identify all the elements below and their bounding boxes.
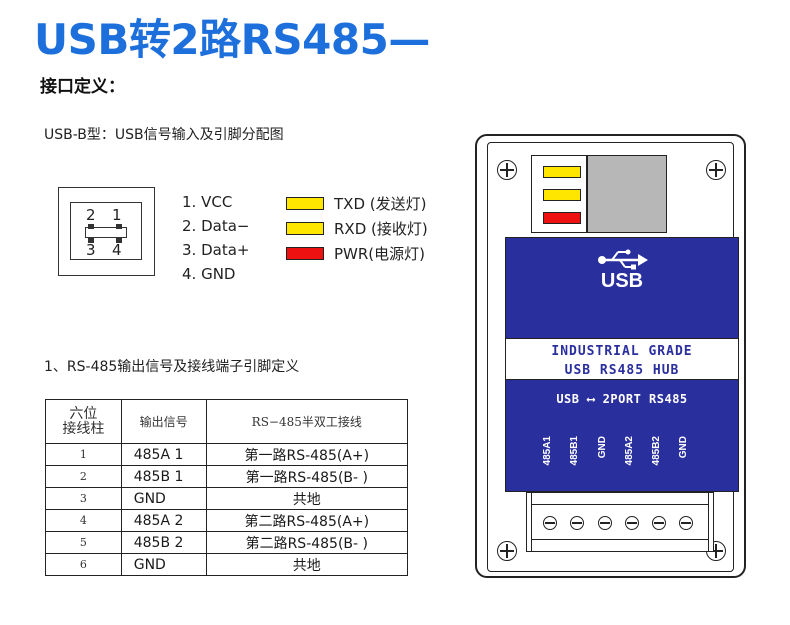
led-legend-label: TXD (发送灯) <box>334 195 427 213</box>
led-swatch-txd <box>286 197 324 210</box>
table-header-terminal: 六位 接线柱 <box>45 399 122 444</box>
usb-description: USB-B型：USB信号输入及引脚分配图 <box>44 127 284 143</box>
table-cell-signal: 485B 1 <box>120 465 207 488</box>
table-header-signal: 输出信号 <box>120 399 207 444</box>
interface-definition-heading: 接口定义： <box>40 77 125 97</box>
table-cell-no: 2 <box>45 465 122 488</box>
table-row: 1 485A 1 第一路RS-485(A+) <box>45 443 409 466</box>
device-terminal-block <box>530 492 710 552</box>
usb-pin-item: 4. GND <box>182 265 236 283</box>
table-cell-no: 5 <box>45 531 122 554</box>
mounting-screw-icon <box>706 160 726 180</box>
device-grade-line-2: USB RS485 HUB <box>564 363 680 378</box>
usb-pin-item: 1. VCC <box>182 193 233 211</box>
table-cell-wiring: 第一路RS-485(B- ) <box>205 465 409 488</box>
table-row: 5 485B 2 第二路RS-485(B- ) <box>45 531 409 554</box>
terminal-label: 485B2 <box>651 436 662 466</box>
terminal-label: 485A1 <box>542 436 553 466</box>
device-led-pwr <box>543 212 581 224</box>
terminal-bracket-left <box>526 492 532 552</box>
rs485-section-title: 1、RS-485输出信号及接线端子引脚定义 <box>44 359 300 375</box>
connector-pin-number: 2 <box>86 206 96 224</box>
device-grade-box: INDUSTRIAL GRADE USB RS485 HUB <box>506 338 738 380</box>
device-frame: USB INDUSTRIAL GRADE USB RS485 HUB USB ⟷… <box>487 142 739 572</box>
terminal-screw-icon <box>625 516 639 530</box>
connector-pin-number: 4 <box>112 241 122 259</box>
terminal-screw-icon <box>543 516 557 530</box>
usb-b-connector-body: 2 1 3 4 <box>70 202 142 260</box>
terminal-block-top <box>531 493 709 505</box>
table-row: 3 GND 共地 <box>45 487 409 510</box>
mounting-screw-icon <box>497 541 517 561</box>
device-led-rxd <box>543 189 581 201</box>
connector-pin-contact <box>88 238 94 243</box>
terminal-bracket-right <box>708 492 714 552</box>
table-row: 4 485A 2 第二路RS-485(A+) <box>45 509 409 532</box>
led-legend-item: RXD (接收灯) <box>286 216 428 241</box>
terminal-screw-icon <box>679 516 693 530</box>
device-led-txd <box>543 166 581 178</box>
usb-symbol-icon <box>598 249 648 270</box>
usb-pin-list: 1. VCC 2. Data− 3. Data+ 4. GND <box>182 190 249 286</box>
led-legend-item: TXD (发送灯) <box>286 191 428 216</box>
device-illustration: USB INDUSTRIAL GRADE USB RS485 HUB USB ⟷… <box>475 134 746 578</box>
device-led-window <box>531 155 587 233</box>
led-swatch-pwr <box>286 247 324 260</box>
device-usb-2port-label: USB ⟷ 2PORT RS485 <box>556 392 688 406</box>
terminal-label: 485B1 <box>569 436 580 466</box>
table-cell-signal: GND <box>120 487 207 510</box>
led-swatch-rxd <box>286 222 324 235</box>
table-header-row: 六位 接线柱 输出信号 RS−485半双工接线 <box>45 399 409 444</box>
mounting-screw-icon <box>497 160 517 180</box>
table-cell-signal: 485A 2 <box>120 509 207 532</box>
terminal-label: GND <box>597 436 608 459</box>
table-cell-wiring: 共地 <box>205 553 409 576</box>
table-cell-no: 1 <box>45 443 122 466</box>
table-row: 6 GND 共地 <box>45 553 409 576</box>
terminal-screw-icon <box>598 516 612 530</box>
usb-b-connector-diagram: 2 1 3 4 <box>58 187 155 276</box>
device-grade-line-1: INDUSTRIAL GRADE <box>551 344 693 359</box>
table-cell-no: 3 <box>45 487 122 510</box>
device-usb-label: USB <box>600 270 644 292</box>
usb-pin-item: 3. Data+ <box>182 241 250 259</box>
connector-pin-number: 1 <box>112 206 122 224</box>
terminal-definition-table: 六位 接线柱 输出信号 RS−485半双工接线 1 485A 1 第一路RS-4… <box>45 399 409 576</box>
terminal-label: 485A2 <box>624 436 635 466</box>
table-cell-no: 6 <box>45 553 122 576</box>
led-legend-label: RXD (接收灯) <box>334 220 428 238</box>
led-legend-label: PWR(电源灯) <box>334 245 426 263</box>
led-legend-item: PWR(电源灯) <box>286 241 428 266</box>
table-cell-signal: GND <box>120 553 207 576</box>
table-cell-wiring: 第一路RS-485(A+) <box>205 443 409 466</box>
table-header-wiring: RS−485半双工接线 <box>205 399 409 444</box>
table-cell-wiring: 共地 <box>205 487 409 510</box>
connector-pin-number: 3 <box>86 241 96 259</box>
table-cell-wiring: 第二路RS-485(A+) <box>205 509 409 532</box>
connector-pin-contact <box>116 224 122 229</box>
table-cell-signal: 485B 2 <box>120 531 207 554</box>
terminal-screw-icon <box>652 516 666 530</box>
led-legend: TXD (发送灯) RXD (接收灯) PWR(电源灯) <box>286 191 428 266</box>
table-cell-wiring: 第二路RS-485(B- ) <box>205 531 409 554</box>
table-cell-no: 4 <box>45 509 122 532</box>
usb-pin-item: 2. Data− <box>182 217 250 235</box>
table-cell-signal: 485A 1 <box>120 443 207 466</box>
terminal-label: GND <box>678 436 689 459</box>
page-title: USB转2路RS485— <box>34 15 430 64</box>
device-blue-panel: USB INDUSTRIAL GRADE USB RS485 HUB USB ⟷… <box>505 237 739 492</box>
terminal-screw-icon <box>570 516 584 530</box>
connector-pin-contact <box>116 238 122 243</box>
connector-tongue <box>85 227 127 238</box>
device-usb-port <box>587 155 667 233</box>
terminal-block-bottom <box>531 539 709 551</box>
table-row: 2 485B 1 第一路RS-485(B- ) <box>45 465 409 488</box>
connector-pin-contact <box>88 224 94 229</box>
